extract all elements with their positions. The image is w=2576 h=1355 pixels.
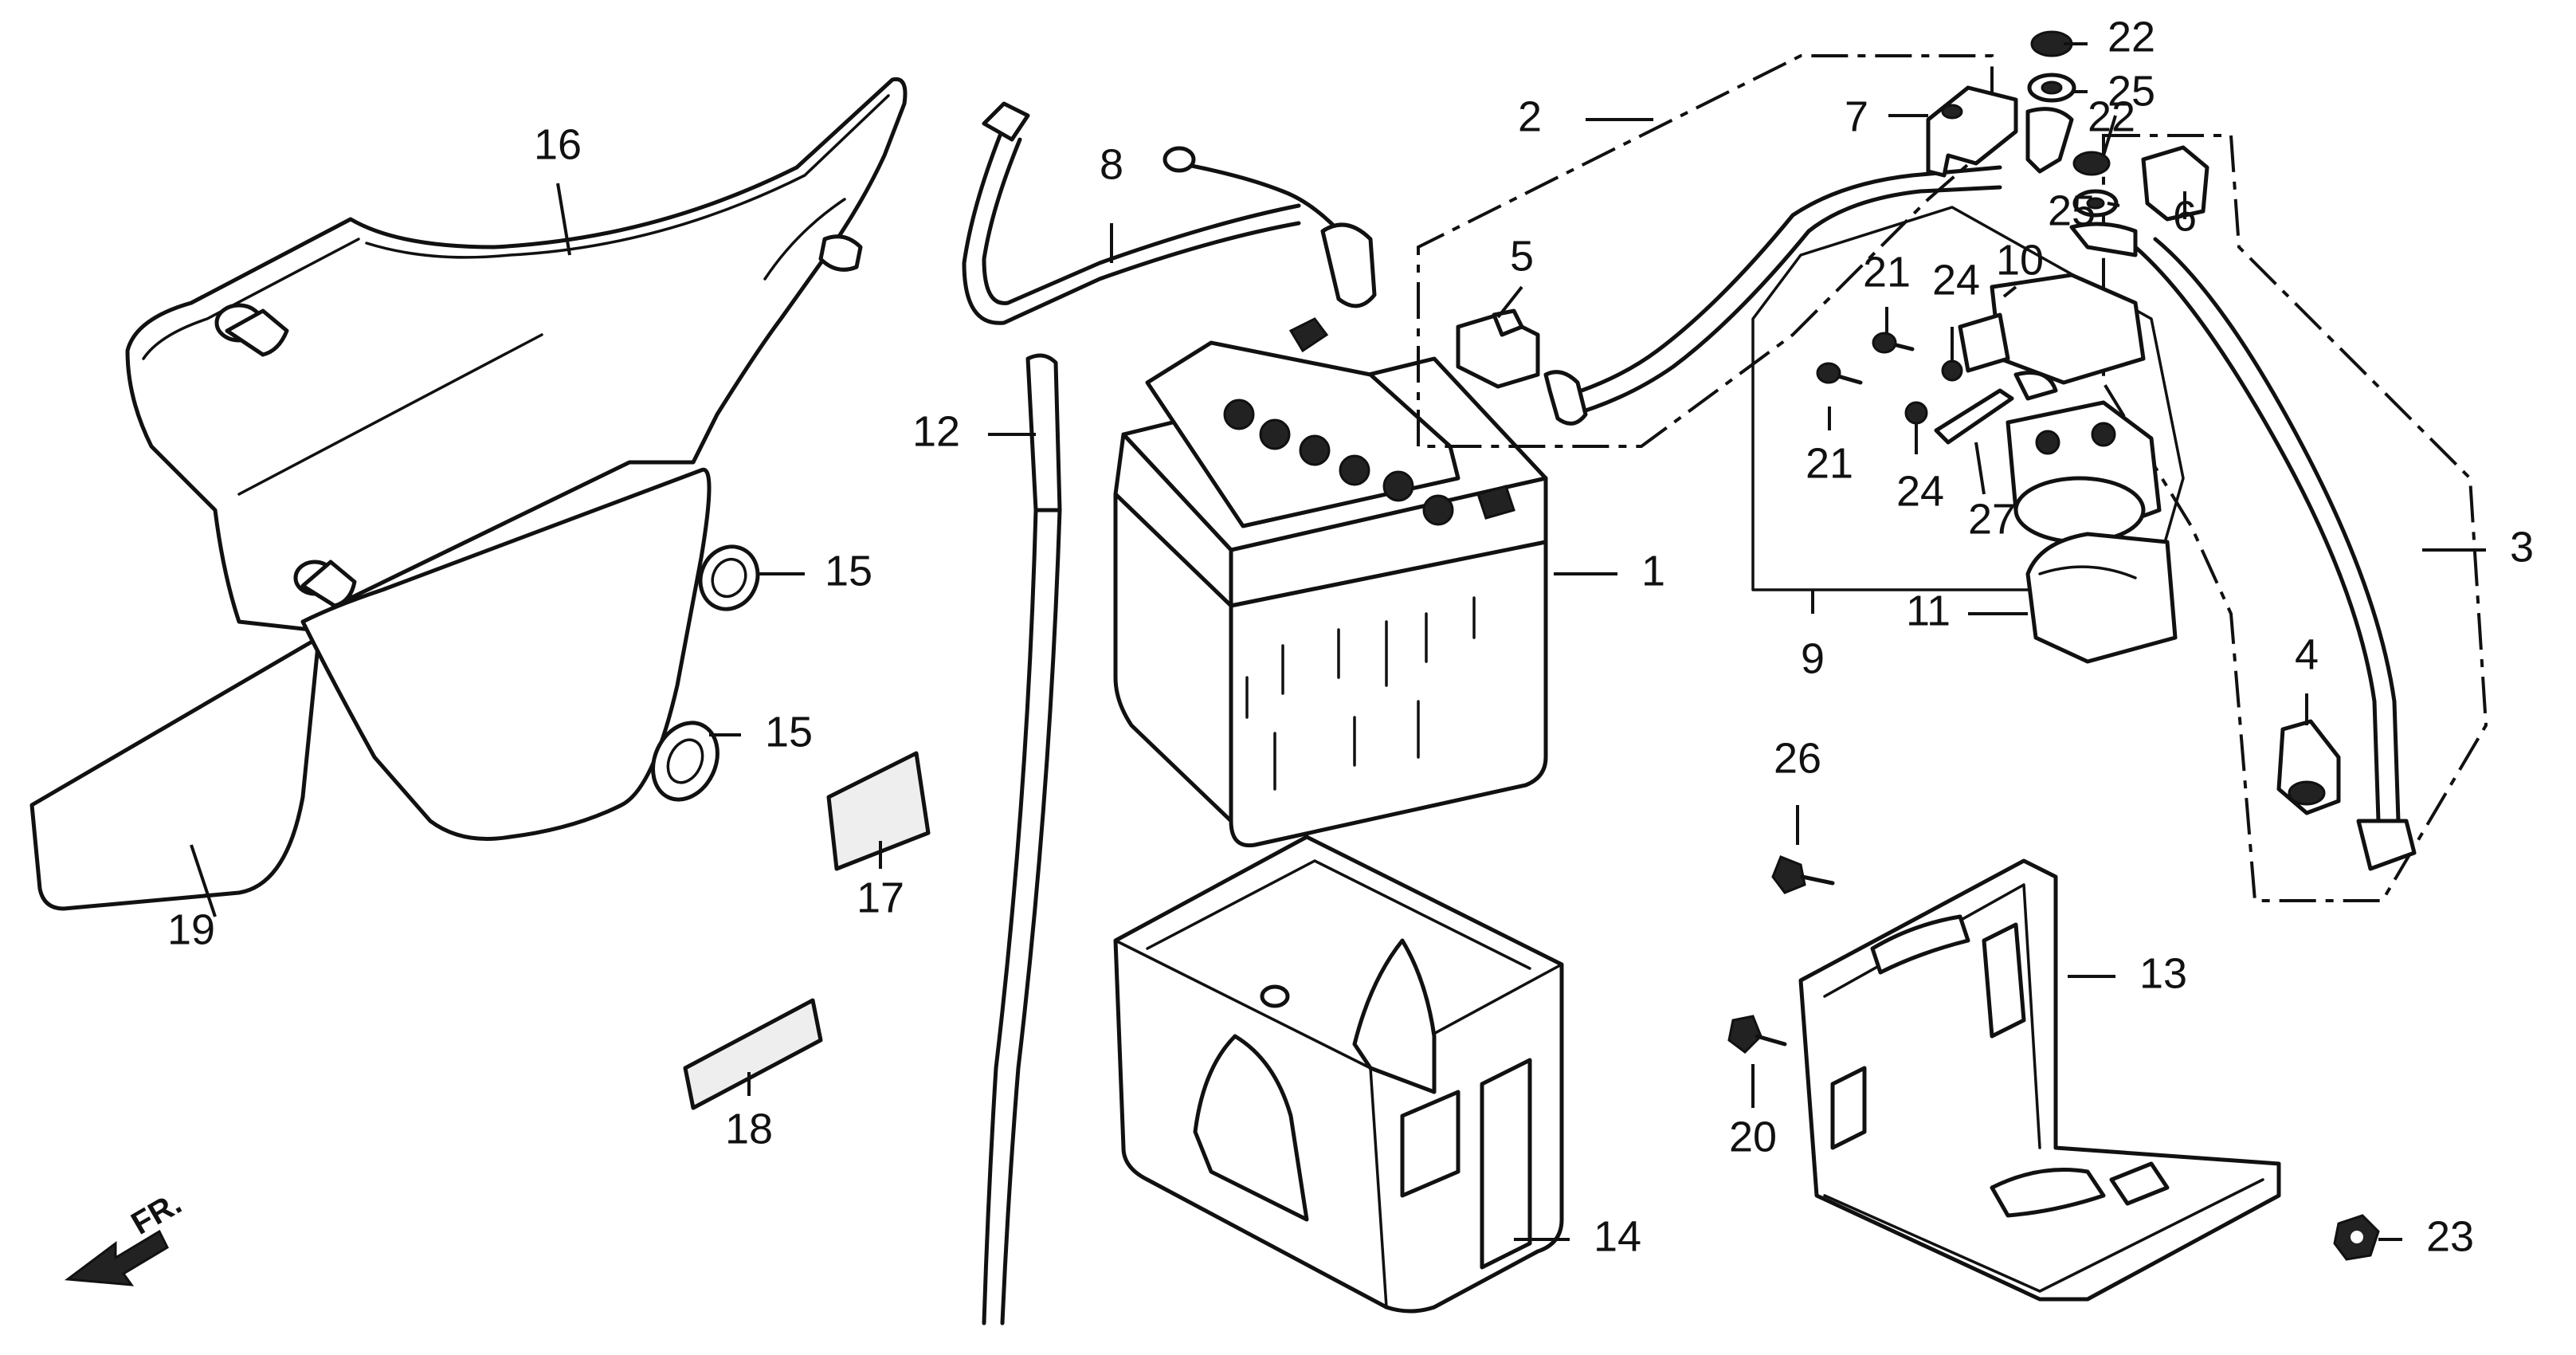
part-22-nut-lower: [2072, 151, 2111, 176]
part-6-terminal-cap: [2141, 145, 2209, 222]
front-label: FR.: [126, 1185, 188, 1241]
callout-27: 27: [1968, 495, 2016, 543]
callout-9: 9: [1801, 634, 1825, 682]
callout-24-lower: 24: [1896, 467, 1944, 515]
callout-labels: 1 2 3 4 5 6 7 8 9 10 11 12 13 14 15 15 1…: [167, 13, 2534, 1260]
callout-15-upper: 15: [825, 547, 872, 595]
callout-12: 12: [912, 407, 960, 455]
callout-8: 8: [1100, 140, 1123, 188]
callout-18: 18: [725, 1105, 773, 1153]
part-10-starter-relay: [1958, 273, 2162, 544]
callout-22-lower: 22: [2088, 92, 2135, 140]
part-26-bolt: [1771, 855, 1835, 894]
callout-20: 20: [1729, 1113, 1777, 1161]
part-20-bolt: [1727, 1015, 1787, 1054]
callout-21-upper: 21: [1863, 248, 1911, 296]
callout-25-upper: 25: [2107, 67, 2155, 115]
part-7-terminal-cap: [1926, 85, 2018, 178]
callout-5: 5: [1510, 232, 1534, 280]
callout-10: 10: [1996, 236, 2044, 284]
part-12-breather-tube: [982, 353, 1062, 1326]
callout-7: 7: [1845, 92, 1868, 140]
part-5-connector: [1456, 165, 2002, 426]
part-25-washer-lower: [2069, 189, 2138, 257]
callout-19: 19: [167, 905, 215, 953]
part-16-side-cover: [125, 77, 908, 841]
callout-17: 17: [857, 874, 904, 921]
part-15-grommet-upper: [698, 544, 760, 611]
part-4-terminal-cover: [2276, 719, 2341, 815]
part-24-washer-lower: [1904, 401, 1928, 425]
callout-23: 23: [2426, 1212, 2474, 1260]
part-21-bolt-upper: [1872, 332, 1915, 354]
part-14-battery-box: [1113, 835, 1564, 1314]
callout-4: 4: [2295, 630, 2319, 678]
part-13-battery-tray: [1798, 858, 2281, 1302]
callout-13: 13: [2139, 949, 2187, 997]
leader-lines: [190, 42, 2486, 1241]
callout-22-upper: 22: [2107, 13, 2155, 61]
callout-3: 3: [2510, 523, 2534, 571]
part-21-bolt-lower: [1816, 362, 1863, 385]
callout-24-upper: 24: [1932, 256, 1980, 304]
part-8-cable: [962, 101, 1377, 325]
part-27-strap: [1934, 388, 2014, 445]
callout-15-lower: 15: [765, 708, 813, 756]
part-23-nut: [2333, 1214, 2380, 1261]
callout-1: 1: [1641, 547, 1665, 595]
part-15-grommet-lower: [651, 721, 719, 802]
callout-21-lower: 21: [1806, 439, 1853, 487]
callout-6: 6: [2173, 192, 2197, 240]
callout-25-lower: 25: [2048, 187, 2096, 234]
part-25-washer-upper: [2025, 73, 2076, 174]
part-1-battery: [1113, 317, 1548, 848]
callout-11: 11: [1906, 587, 1951, 634]
part-3-cable: [2133, 237, 2417, 871]
part-19-panel: [29, 635, 321, 911]
part-17-label: [826, 751, 931, 871]
callout-26: 26: [1774, 734, 1821, 782]
part-24-washer-upper: [1941, 359, 1963, 382]
part-18-label: [683, 998, 823, 1110]
dash-group-3: [2102, 134, 2488, 902]
callout-2: 2: [1518, 92, 1542, 140]
callout-16: 16: [534, 120, 582, 168]
part-11-relay-boot: [2025, 532, 2178, 664]
callout-14: 14: [1594, 1212, 1641, 1260]
front-direction-indicator: FR.: [64, 1185, 188, 1286]
